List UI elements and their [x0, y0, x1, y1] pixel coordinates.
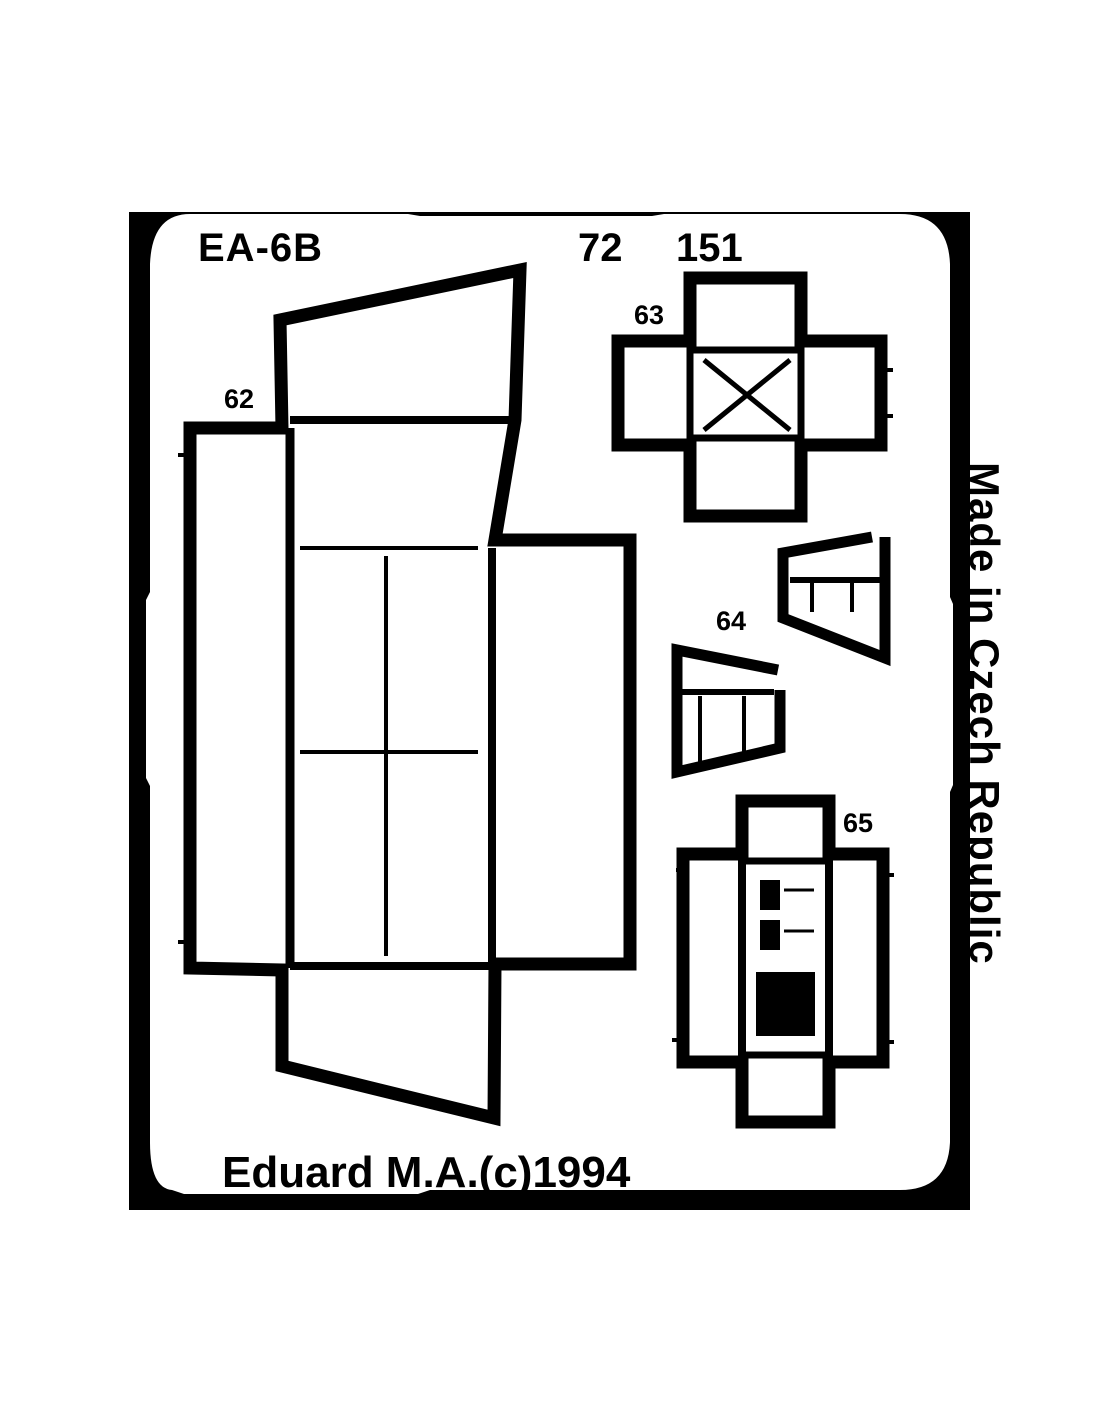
scale-label: 72 [578, 226, 623, 270]
part-number-64: 64 [716, 606, 747, 636]
part-63 [611, 271, 893, 523]
part-number-62: 62 [224, 384, 255, 414]
aircraft-title: EA-6B [198, 226, 324, 270]
part-number-65: 65 [843, 808, 874, 838]
part-number-63: 63 [634, 300, 665, 330]
origin-label: Made in Czech Republic [961, 462, 1008, 965]
part-62 [178, 261, 637, 1127]
kit-number-label: 151 [676, 226, 743, 270]
part-65 [672, 794, 894, 1129]
part-64 [671, 531, 891, 779]
manufacturer-label: Eduard M.A.(c)1994 [222, 1148, 631, 1197]
